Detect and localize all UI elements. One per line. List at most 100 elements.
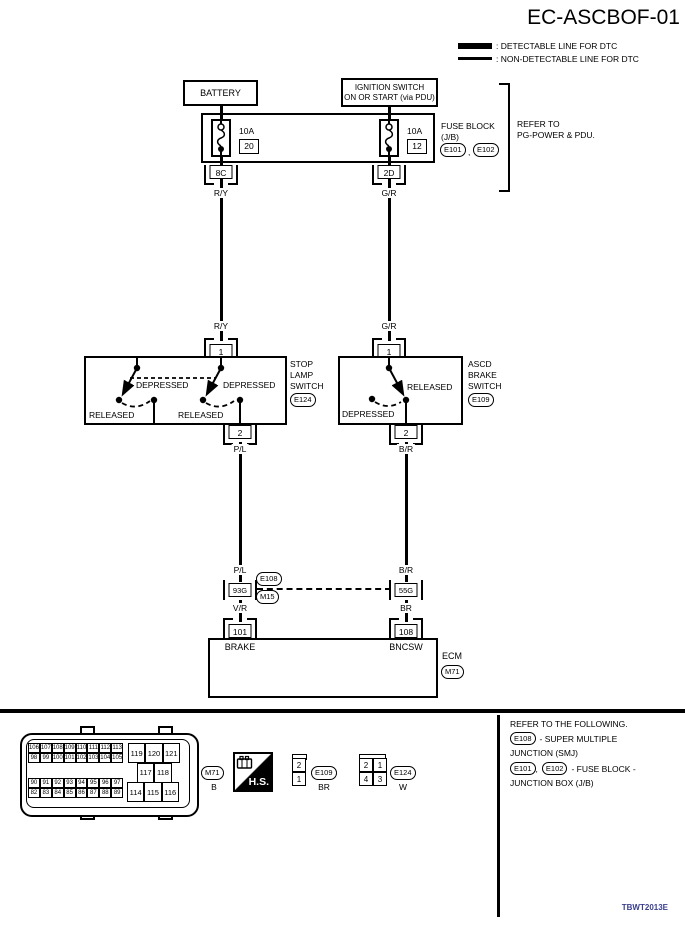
smj-terminal-55g: 55G [389,580,423,600]
ecm-box [208,638,438,698]
grid-cell: 99 [39,753,52,763]
connector-id-e102: E102 [473,143,499,157]
wire-label-brr-2: B/R [396,565,416,575]
grid-cell: 106 [28,743,40,753]
ascd-switch-released: RELEASED [407,382,453,392]
stop-switch-name-3: SWITCH [290,381,324,391]
wire-ry [219,155,223,341]
refer-text-fuse-block: - FUSE BLOCK - [571,763,636,774]
wire-label-br: BR [398,603,414,613]
grid-cell: 83 [39,788,52,798]
ascd-switch-name-2: BRAKE [468,370,497,380]
stop-lamp-switch-symbol [115,358,244,423]
refer-following-line2: E108 - SUPER MULTIPLE [510,732,617,745]
ignition-switch-box: IGNITION SWITCH ON OR START (via PDU) [341,78,438,107]
grid-cell: 116 [161,782,179,802]
refer-note-line2: PG-POWER & PDU. [517,130,595,140]
ecm-pin-101: 101 [223,618,257,638]
fuse-left-symbol [211,119,231,157]
grid-cell: 121 [162,743,180,763]
stop-switch-released-2: RELEASED [178,410,224,420]
refer-note-line1: REFER TO [517,119,560,129]
wire-label-ry-1: R/Y [211,188,231,198]
grid-cell: 3 [373,772,387,786]
footer-connector-color-br: BR [318,782,330,792]
grid-cell: 1 [292,772,306,786]
grid-cell: 118 [154,762,172,783]
wire-ignition-to-fuse [387,105,391,120]
grid-cell: 114 [127,782,145,802]
comma: , [468,147,471,157]
stop-lamp-switch-pin-2: 2 [223,425,257,445]
legend-nondetectable-bar [458,57,492,60]
grid-cell: 104 [99,753,112,763]
grid-cell: 89 [111,788,124,798]
connector-id-m71: M71 [441,665,464,679]
fuse-left-rating: 10A [239,126,255,136]
fuse-left-number: 20 [239,139,259,154]
grid-cell: 1 [373,758,387,772]
stop-switch-name-2: LAMP [290,370,314,380]
grid-cell: 107 [39,743,52,753]
grid-cell: 86 [75,788,88,798]
ecm-label: ECM [442,651,462,661]
wire-label-pl-1: P/L [231,444,249,454]
fuse-block-label2: (J/B) [441,132,459,142]
footer-connector-id-e109: E109 [311,766,337,780]
grid-cell: 2 [359,758,373,772]
grid-cell: 119 [128,743,146,763]
grid-cell: 90 [28,778,40,788]
ascd-switch-name-1: ASCD [468,359,492,369]
footer-separator [0,709,685,713]
wire-label-pl-2: P/L [231,565,249,575]
fuse-right-number: 12 [407,139,427,154]
grid-cell: 108 [51,743,64,753]
fuse-block-box [201,113,435,163]
grid-cell: 100 [51,753,64,763]
stop-switch-depressed-1: DEPRESSED [136,380,189,390]
refer-following-line5: JUNCTION BOX (J/B) [510,778,594,788]
grid-cell: 88 [99,788,112,798]
ascd-switch-depressed: DEPRESSED [342,409,395,419]
ascd-brake-switch-symbol [368,358,410,423]
grid-cell: 109 [63,743,76,753]
grid-cell: 105 [111,753,124,763]
ignition-line1: IGNITION SWITCH [354,83,425,92]
ecm-signal-brake: BRAKE [224,642,256,652]
grid-cell: 120 [145,743,163,763]
grid-cell: 103 [87,753,100,763]
terminal-8c: 8C [204,165,238,185]
grid-cell: 84 [51,788,64,798]
grid-cell: 96 [99,778,112,788]
page-title: EC-ASCBOF-01 [527,6,680,29]
grid-cell: 94 [75,778,88,788]
ascd-brake-switch-pin-1: 1 [372,338,406,358]
grid-cell: 4 [359,772,373,786]
wire-br [404,442,408,582]
stop-switch-released-1: RELEASED [89,410,135,420]
battery-box: BATTERY [183,80,258,106]
grid-cell: 95 [87,778,100,788]
ecm-signal-bncsw: BNCSW [389,642,423,652]
grid-cell: 85 [63,788,76,798]
grid-cell: 101 [63,753,76,763]
stop-lamp-switch-pin-1: 1 [204,338,238,358]
footer-connector-id-m71: M71 [201,766,224,780]
ascd-switch-name-3: SWITCH [468,381,502,391]
refer-following-line3: JUNCTION (SMJ) [510,748,578,758]
fuse-right-rating: 10A [407,126,423,136]
connector-id-e124: E124 [290,393,316,407]
grid-cell: 87 [87,788,100,798]
ecm-pin-108: 108 [389,618,423,638]
smj-dashed-link [257,588,391,590]
legend-detectable-bar [458,43,492,49]
grid-cell: 82 [28,788,40,798]
ecm-connector-inner [26,739,190,808]
fuse-right-symbol [379,119,399,157]
grid-cell: 102 [75,753,88,763]
ignition-line2: ON OR START (via PDU) [344,93,435,102]
